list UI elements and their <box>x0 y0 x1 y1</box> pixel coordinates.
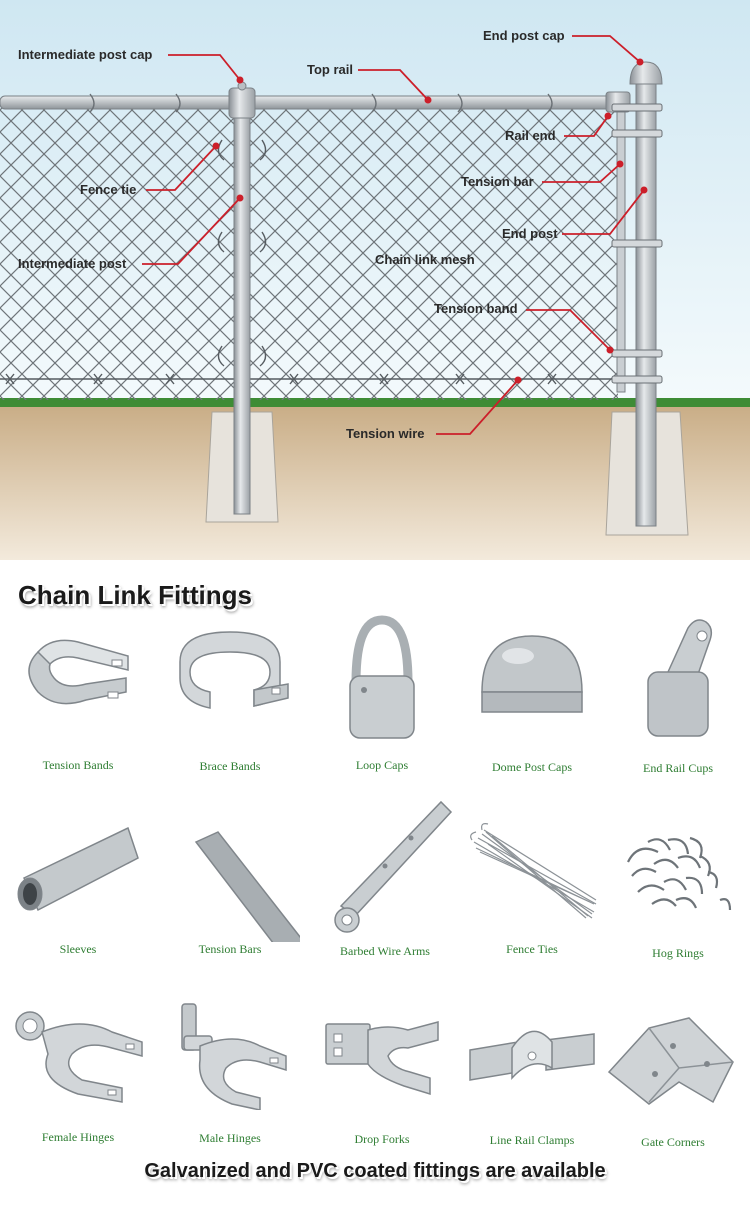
end-post <box>635 83 657 527</box>
fitting-drop-forks: Drop Forks <box>307 1000 457 1170</box>
label-end-post: End post <box>502 226 558 241</box>
fence-ties-on-post <box>217 139 267 367</box>
fitting-brace-bands: Brace Bands <box>155 612 305 782</box>
label-rail-end: Rail end <box>505 128 556 143</box>
fitting-female-hinges: Female Hinges <box>3 1000 153 1170</box>
label-tension-bar: Tension bar <box>461 174 534 189</box>
fitting-male-hinges: Male Hinges <box>155 1000 305 1170</box>
fitting-dome-post-caps: Dome Post Caps <box>457 612 607 782</box>
label-fence-tie: Fence tie <box>80 182 136 197</box>
fitting-label: Loop Caps <box>355 758 409 772</box>
label-tension-band: Tension band <box>434 301 518 316</box>
fitting-label: Tension Bars <box>198 942 262 956</box>
fitting-label: Hog Rings <box>652 946 704 960</box>
chain-link-mesh <box>0 108 618 400</box>
intermediate-post <box>233 111 251 515</box>
female-hinge-icon <box>15 1011 143 1103</box>
hog-rings-icon <box>627 836 732 911</box>
sleeve-icon <box>17 826 139 912</box>
fitting-label: Tension Bands <box>42 758 114 772</box>
end-post-cap <box>629 61 663 85</box>
tension-wire-ties <box>5 373 557 385</box>
fitting-hog-rings: Hog Rings <box>603 812 750 982</box>
rail-ties <box>89 93 553 113</box>
label-chain-link-mesh: Chain link mesh <box>375 252 475 267</box>
fitting-label: Dome Post Caps <box>491 760 572 774</box>
grass-strip <box>0 398 750 407</box>
fitting-line-rail-clamps: Line Rail Clamps <box>457 1000 607 1170</box>
label-intermediate-post: Intermediate post <box>18 256 127 271</box>
label-top-rail: Top rail <box>307 62 353 77</box>
fitting-label: Gate Corners <box>641 1135 705 1149</box>
fitting-end-rail-cups: End Rail Cups <box>603 612 750 782</box>
fitting-label: Drop Forks <box>354 1132 410 1146</box>
fitting-label: Barbed Wire Arms <box>340 944 430 958</box>
fitting-tension-bands: Tension Bands <box>3 612 153 782</box>
fitting-label: End Rail Cups <box>642 761 713 775</box>
fitting-label: Sleeves <box>59 942 97 956</box>
gate-corner-icon <box>607 1017 734 1105</box>
fitting-fence-ties: Fence Ties <box>457 812 607 982</box>
barbed-wire-arm-icon <box>334 800 453 933</box>
fitting-label: Fence Ties <box>506 942 558 956</box>
section-title: Chain Link Fittings <box>18 580 252 610</box>
fence-ties-icon <box>470 823 597 919</box>
label-end-post-cap: End post cap <box>483 28 565 43</box>
dome-post-cap-icon <box>481 635 583 713</box>
fitting-label: Male Hinges <box>199 1131 261 1145</box>
callout-dots <box>212 58 648 384</box>
fitting-label: Line Rail Clamps <box>489 1133 575 1147</box>
fitting-barbed-wire-arms: Barbed Wire Arms <box>310 796 460 966</box>
tension-band-icon <box>28 639 129 705</box>
fitting-label: Female Hinges <box>41 1130 115 1144</box>
loop-cap-icon <box>349 615 415 739</box>
brace-band-icon <box>179 631 289 709</box>
end-rail-cup-icon <box>647 619 713 737</box>
fence-diagram: Intermediate post cap Top rail End post … <box>0 0 750 560</box>
callout-lines <box>142 35 645 435</box>
footer-note: Galvanized and PVC coated fittings are a… <box>144 1160 606 1182</box>
tension-bar-icon <box>194 831 300 942</box>
fitting-label: Brace Bands <box>199 759 261 773</box>
line-rail-clamp-icon <box>469 1030 595 1081</box>
drop-fork-icon <box>325 1021 439 1096</box>
fitting-sleeves: Sleeves <box>3 812 153 982</box>
tension-bands <box>611 103 663 384</box>
label-tension-wire: Tension wire <box>346 426 425 441</box>
label-intermediate-post-cap: Intermediate post cap <box>18 47 152 62</box>
fitting-loop-caps: Loop Caps <box>307 612 457 782</box>
male-hinge-icon <box>181 1003 287 1110</box>
fitting-gate-corners: Gate Corners <box>598 1000 748 1170</box>
intermediate-post-cap <box>228 87 256 119</box>
fitting-tension-bars: Tension Bars <box>155 812 305 982</box>
